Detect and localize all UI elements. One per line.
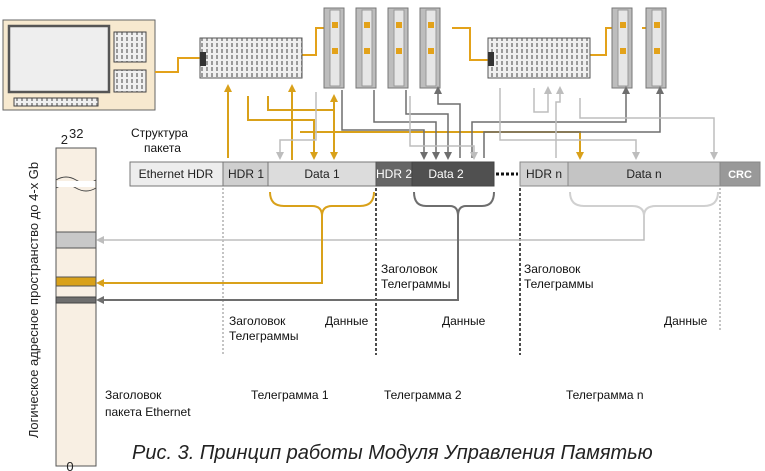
packet-structure-label-line2: пакета xyxy=(144,141,181,155)
address-bottom: 0 xyxy=(66,459,73,471)
bottom-label-telegram-2: Телеграмма 2 xyxy=(384,388,462,402)
exchange-arrow xyxy=(471,86,630,158)
telegram-dividers xyxy=(222,188,721,355)
segment-hdr-2: HDR 2 xyxy=(376,167,412,181)
exchange-arrow xyxy=(405,90,452,160)
segment-data-2: Data 2 xyxy=(428,167,464,181)
annotation-header-telegram-1-line2: Телеграммы xyxy=(229,329,298,343)
segment-data-1: Data 1 xyxy=(304,167,340,181)
exchange-arrow xyxy=(267,96,338,160)
exchange-arrow xyxy=(341,90,428,160)
segment-data-n: Data n xyxy=(626,167,661,181)
mapping-arrow-n xyxy=(96,216,645,244)
bottom-label-ethernet-header-line2: пакета Ethernet xyxy=(105,405,191,419)
data-brace-2 xyxy=(413,191,495,217)
exchange-arrow xyxy=(276,92,317,160)
segment-crc: CRC xyxy=(728,169,752,181)
io-module xyxy=(355,7,377,89)
exchange-arrow xyxy=(483,86,664,158)
annotation-data-n: Данные xyxy=(664,314,708,328)
exchange-arrow xyxy=(247,96,318,160)
io-modules xyxy=(323,7,667,89)
mapping-arrow-2 xyxy=(96,216,459,304)
io-coupler-1 xyxy=(199,37,303,79)
bottom-label-ethernet-header-line1: Заголовок xyxy=(105,388,162,402)
packet-bar xyxy=(129,161,761,187)
exchange-arrow xyxy=(409,96,478,160)
annotation-header-telegram-1-line1: Заголовок xyxy=(229,314,286,328)
annotation-data-2: Данные xyxy=(442,314,486,328)
bottom-label-telegram-n: Телеграмма n xyxy=(566,388,644,402)
controller-panel xyxy=(2,19,156,111)
segment-hdr-n: HDR n xyxy=(526,167,562,181)
annotation-header-telegram-n-line2: Телеграммы xyxy=(524,277,593,291)
io-module xyxy=(419,7,441,89)
annotation-header-telegram-2-line1: Заголовок xyxy=(381,262,438,276)
address-top-exponent: 32 xyxy=(69,126,83,141)
exchange-arrow xyxy=(499,88,640,160)
module-exchange-arrows xyxy=(224,84,718,160)
segment-ethernet-hdr: Ethernet HDR xyxy=(139,167,214,181)
exchange-arrow xyxy=(579,98,718,160)
io-coupler-2 xyxy=(487,37,591,79)
figure-caption: Рис. 3. Принцип работы Модуля Управления… xyxy=(132,442,653,464)
packet-structure-label-line1: Структура xyxy=(131,126,188,140)
data-brace-n xyxy=(569,191,719,217)
annotation-header-telegram-n-line1: Заголовок xyxy=(524,262,581,276)
io-module xyxy=(645,7,667,89)
io-module xyxy=(323,7,345,89)
exchange-arrow xyxy=(373,90,440,160)
exchange-arrow xyxy=(533,86,552,113)
mapping-arrow-1 xyxy=(96,216,323,287)
exchange-arrow xyxy=(434,86,461,158)
io-module xyxy=(611,7,633,89)
annotation-data-1: Данные xyxy=(325,314,369,328)
address-space-label: Логическое адресное пространство до 4-х … xyxy=(26,162,41,438)
io-module xyxy=(387,7,409,89)
segment-hdr-1: HDR 1 xyxy=(228,167,264,181)
bottom-label-telegram-1: Телеграмма 1 xyxy=(251,388,329,402)
address-top-base: 2 xyxy=(61,132,68,147)
exchange-arrow xyxy=(300,131,584,160)
exchange-arrow xyxy=(555,86,564,158)
address-space-column xyxy=(55,147,97,467)
annotation-header-telegram-2-line2: Телеграммы xyxy=(381,277,450,291)
data-brace-1 xyxy=(269,191,375,217)
